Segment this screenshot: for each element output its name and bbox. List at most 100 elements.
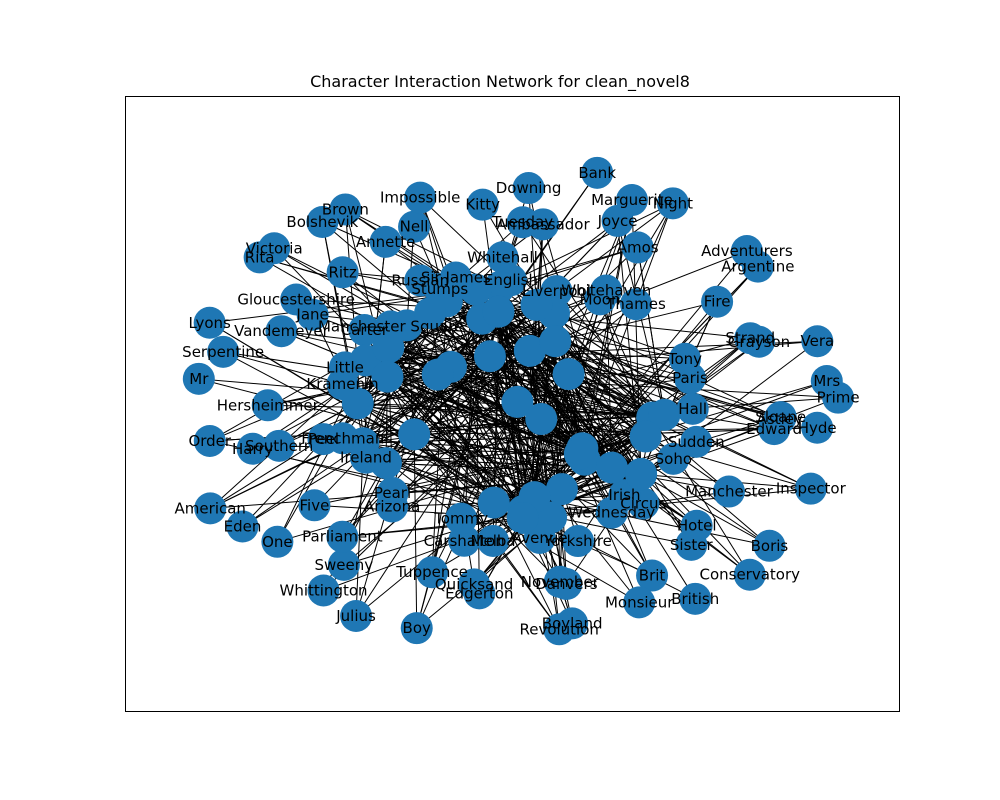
node-label: Stumps: [411, 280, 468, 298]
node-label: Rita: [245, 248, 275, 266]
node-label: Wednesday: [568, 504, 655, 522]
node: [552, 358, 585, 391]
edge: [362, 374, 439, 444]
edge: [493, 401, 518, 503]
node: [251, 389, 284, 422]
node-label: Impossible: [380, 189, 460, 207]
labels-layer: PrimeEdwardSuddenInspectorManchesterSoho…: [175, 164, 860, 638]
node: [398, 418, 431, 451]
node-label: Boy: [403, 619, 431, 637]
node: [595, 451, 628, 484]
node-label: Annette: [356, 233, 416, 251]
node: [543, 613, 576, 646]
edge: [413, 434, 418, 629]
node-label: Russian: [391, 271, 449, 289]
node: [207, 335, 240, 368]
node-label: Whitehaven: [561, 282, 651, 300]
node-label: Boris: [751, 537, 789, 555]
node-label: Boyland: [542, 614, 603, 632]
edge: [499, 202, 674, 288]
node: [298, 489, 331, 522]
node: [539, 325, 572, 358]
node-label: Victoria: [246, 239, 303, 257]
node-label: Conservatory: [699, 566, 800, 584]
node: [307, 574, 340, 607]
node-label: Tuesday: [491, 213, 553, 231]
node: [620, 288, 653, 321]
node: [680, 425, 713, 458]
node: [712, 475, 745, 508]
edge: [599, 299, 653, 418]
node: [347, 427, 380, 460]
node: [416, 556, 449, 589]
edge: [388, 347, 532, 518]
node-label: Lyons: [188, 314, 231, 332]
node-label: British: [671, 590, 719, 608]
edge: [498, 220, 618, 313]
node: [675, 528, 708, 561]
node: [679, 582, 712, 615]
node-label: Arizona: [364, 497, 420, 515]
node: [236, 432, 269, 465]
node: [404, 181, 437, 214]
node-label: Liverpool: [522, 282, 591, 300]
node: [296, 298, 329, 331]
edge: [553, 312, 780, 420]
node: [369, 225, 402, 258]
node: [398, 210, 431, 243]
node-label: Irish: [608, 486, 640, 504]
node-label: Whittington: [280, 581, 368, 599]
node: [486, 241, 519, 274]
node-label: Paris: [672, 369, 708, 387]
edge: [429, 312, 518, 403]
node: [764, 401, 797, 434]
node-label: Moon: [580, 290, 621, 308]
node: [329, 193, 362, 226]
node-label: Soho: [655, 450, 692, 468]
node: [794, 472, 827, 505]
node: [458, 568, 491, 601]
node: [512, 172, 545, 205]
node-label: Vandemeyer: [234, 322, 329, 340]
node-label: Astley: [757, 410, 803, 428]
edge: [568, 373, 613, 468]
node-label: Sloane: [755, 408, 806, 426]
node-label: Hersheimmer: [217, 396, 320, 414]
node-label: Manchester Square: [318, 317, 463, 335]
edge: [406, 324, 581, 455]
node: [226, 510, 259, 543]
node: [621, 231, 654, 264]
node-label: Circus: [620, 495, 666, 513]
node: [734, 322, 767, 355]
node-label: Avenue: [512, 529, 568, 547]
edge: [406, 325, 415, 435]
node: [550, 568, 583, 601]
node-label: Downing: [496, 179, 562, 197]
node: [733, 558, 766, 591]
node-label: Hyde: [798, 419, 837, 437]
edge: [388, 346, 665, 416]
node: [506, 501, 539, 534]
node-label: Tommy: [433, 510, 488, 528]
node-label: Joyce: [597, 212, 638, 230]
edge: [267, 404, 665, 416]
edge: [388, 346, 490, 357]
node: [629, 420, 662, 453]
node-label: English: [484, 271, 538, 289]
edge: [429, 312, 563, 490]
node: [810, 365, 843, 398]
node-label: Hotel: [677, 517, 717, 535]
node: [421, 358, 454, 391]
node-label: Tony: [667, 350, 702, 368]
node-label: Ireland: [340, 449, 392, 467]
node: [513, 334, 546, 367]
node-label: Kramenin: [306, 375, 378, 393]
node: [527, 208, 560, 241]
node-label: Serpentine: [182, 343, 264, 361]
node-label: Sister: [670, 536, 714, 554]
node: [590, 274, 623, 307]
node: [258, 232, 291, 265]
node-label: Quicksand: [435, 575, 513, 593]
edge: [342, 517, 523, 538]
node-label: Five: [300, 496, 330, 514]
